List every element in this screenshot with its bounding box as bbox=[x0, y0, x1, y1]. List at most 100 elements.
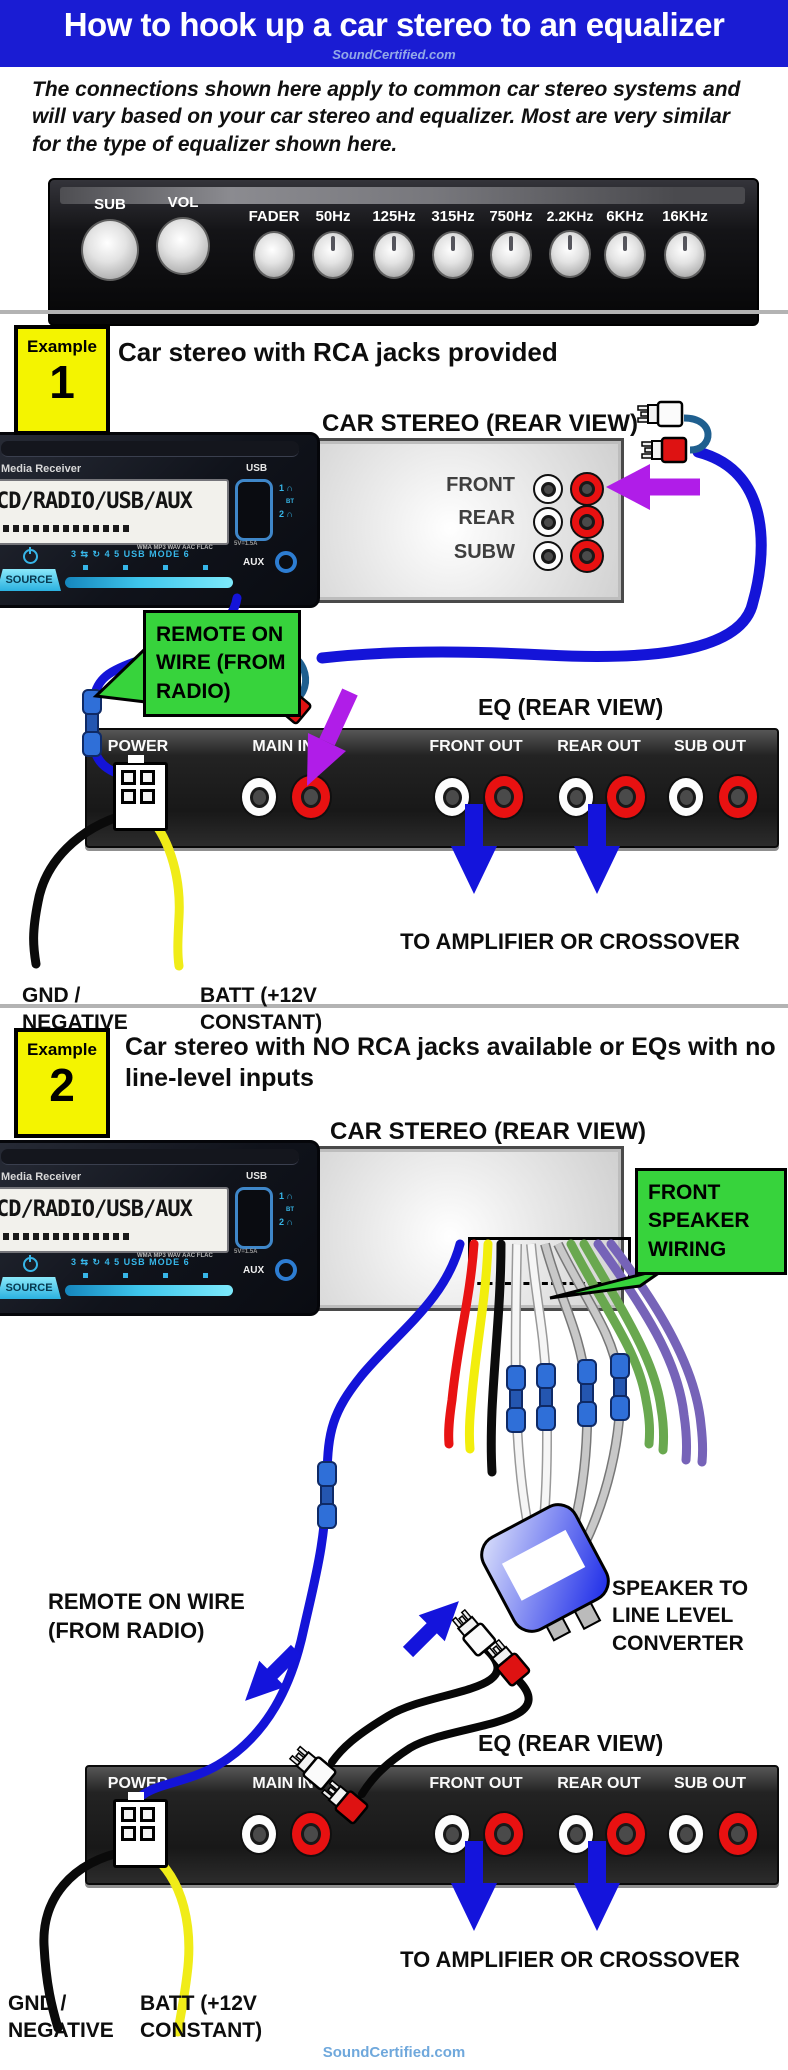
knob-50hz: 50Hz bbox=[298, 208, 368, 279]
source-button: SOURCE bbox=[0, 569, 61, 591]
knob-dial bbox=[81, 219, 139, 281]
example2-eq-title: EQ (REAR VIEW) bbox=[478, 1730, 664, 1756]
car-stereo-front: Media Receiver CD/RADIO/USB/AUX WMA MP3 … bbox=[0, 432, 320, 608]
button-led bbox=[83, 565, 88, 570]
eq-jack-white bbox=[667, 1813, 705, 1855]
knob-6khz: 6KHz bbox=[590, 208, 660, 279]
source-button: SOURCE bbox=[0, 1277, 61, 1299]
butt-connector-icon bbox=[317, 1461, 337, 1529]
line-level-converter bbox=[480, 1503, 610, 1642]
aux-jack bbox=[275, 551, 297, 573]
knob-dial bbox=[549, 230, 591, 278]
eq-jack-red bbox=[290, 774, 332, 820]
knob-dial bbox=[156, 217, 210, 275]
knob-dial bbox=[604, 231, 646, 279]
formats-label: WMA MP3 WAV AAC FLAC bbox=[137, 545, 213, 551]
knob-vol: VOL bbox=[148, 194, 218, 275]
bluetooth-icon: BT bbox=[286, 499, 294, 505]
display-dashes bbox=[3, 525, 131, 532]
usb-power-label: 5V=1.5A bbox=[234, 1249, 258, 1255]
rear-row-label: FRONT bbox=[446, 474, 515, 496]
knob-750hz: 750Hz bbox=[476, 208, 546, 279]
example1-heading: Car stereo with RCA jacks provided bbox=[118, 337, 558, 367]
rca-jack-red bbox=[570, 505, 604, 539]
knob-fader: FADER bbox=[239, 208, 309, 279]
badge-word: Example bbox=[27, 337, 97, 356]
button-led bbox=[163, 565, 168, 570]
port-label-front-out: FRONT OUT bbox=[429, 738, 523, 755]
rca-jack-white bbox=[533, 541, 563, 571]
rca-jack-red bbox=[570, 539, 604, 573]
example1-rear-view-title: CAR STEREO (REAR VIEW) bbox=[322, 410, 639, 437]
butt-connector-icon bbox=[577, 1359, 597, 1427]
port-label-power: POWER bbox=[107, 1775, 169, 1792]
butt-connector-icon bbox=[506, 1365, 526, 1433]
accent-swoosh bbox=[65, 577, 233, 588]
headphone2-icon: 2 ∩ bbox=[279, 509, 294, 519]
butt-connector-icon bbox=[610, 1353, 630, 1421]
rca-plug-white-icon bbox=[636, 400, 684, 428]
equalizer-top-strip bbox=[60, 187, 745, 204]
knob-label: 6KHz bbox=[606, 208, 644, 225]
usb-port bbox=[235, 1187, 273, 1249]
section-divider bbox=[0, 1004, 788, 1008]
knob-label: SUB bbox=[94, 196, 126, 213]
header-bar: How to hook up a car stereo to an equali… bbox=[0, 0, 788, 67]
gnd-label: GND / NEGATIVE bbox=[8, 1992, 114, 2043]
display-dashes bbox=[3, 1233, 131, 1240]
knob-label: 2.2KHz bbox=[546, 208, 594, 224]
preset-buttons-row: 3 ⇆ ↻ 4 5 USB MODE 6 bbox=[71, 549, 190, 559]
eq-jack-red bbox=[605, 1811, 647, 1857]
button-led bbox=[203, 1273, 208, 1278]
callout-pointer bbox=[92, 644, 148, 704]
knob-dial bbox=[253, 231, 295, 279]
stereo-display-text: CD/RADIO/USB/AUX bbox=[0, 1197, 193, 1222]
knob-label: VOL bbox=[167, 194, 199, 211]
knob-label: 16KHz bbox=[662, 208, 708, 225]
eq-jack-white bbox=[557, 776, 595, 818]
port-label-rear-out: REAR OUT bbox=[557, 1775, 641, 1792]
button-led bbox=[123, 1273, 128, 1278]
intro-text: The connections shown here apply to comm… bbox=[32, 78, 741, 156]
button-led bbox=[83, 1273, 88, 1278]
knob-16khz: 16KHz bbox=[650, 208, 720, 279]
rca-jack-white bbox=[533, 474, 563, 504]
stereo-brand: Media Receiver bbox=[1, 463, 82, 475]
stereo-brand: Media Receiver bbox=[1, 1171, 82, 1183]
rca-plug-red-icon bbox=[640, 436, 688, 464]
eq-power-connector bbox=[113, 1792, 168, 1868]
knob-315hz: 315Hz bbox=[418, 208, 488, 279]
eq-jack-red bbox=[605, 774, 647, 820]
eq-jack-white bbox=[240, 776, 278, 818]
knob-sub: SUB bbox=[75, 196, 145, 281]
headphone2-icon: 2 ∩ bbox=[279, 1217, 294, 1227]
example1-eq-title: EQ (REAR VIEW) bbox=[478, 694, 664, 720]
eq-rear-panel: POWER MAIN IN FRONT OUT REAR OUT SUB OUT bbox=[85, 1765, 779, 1885]
port-label-main-in: MAIN IN bbox=[252, 1775, 314, 1792]
footer-site: SoundCertified.com bbox=[322, 2044, 466, 2061]
knob-dial bbox=[432, 231, 474, 279]
batt-label: BATT (+12V CONSTANT) bbox=[140, 1992, 263, 2043]
rca-jack-white bbox=[533, 507, 563, 537]
port-label-rear-out: REAR OUT bbox=[557, 738, 641, 755]
eq-jack-white bbox=[557, 1813, 595, 1855]
eq-jack-red bbox=[717, 1811, 759, 1857]
eq-jack-red bbox=[290, 1811, 332, 1857]
stereo-display: CD/RADIO/USB/AUX bbox=[0, 1187, 229, 1253]
stereo-rear-panel: FRONT REAR SUBW bbox=[307, 438, 624, 603]
cd-slot bbox=[1, 1149, 299, 1165]
button-led bbox=[123, 565, 128, 570]
section-divider bbox=[0, 310, 788, 314]
butt-connector-icon bbox=[536, 1363, 556, 1431]
to-amplifier-label: TO AMPLIFIER OR CROSSOVER bbox=[400, 1947, 740, 1972]
knob-label: 750Hz bbox=[489, 208, 533, 225]
port-label-sub-out: SUB OUT bbox=[674, 1775, 746, 1792]
flow-arrow-down-icon bbox=[232, 1636, 310, 1714]
ex2-harness-wires bbox=[127, 1239, 708, 1817]
rca-plug-red-icon bbox=[482, 1636, 532, 1688]
flow-arrow-up-icon bbox=[394, 1588, 472, 1666]
aux-label: AUX bbox=[243, 557, 265, 568]
stereo-display-text: CD/RADIO/USB/AUX bbox=[0, 489, 193, 514]
bluetooth-icon: BT bbox=[286, 1207, 294, 1213]
